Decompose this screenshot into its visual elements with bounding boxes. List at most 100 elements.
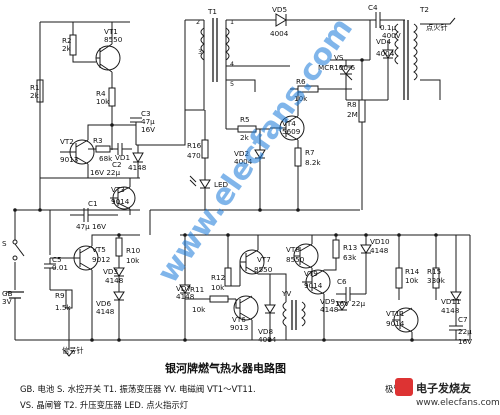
label-r7: R7 bbox=[305, 148, 315, 157]
label-r5: R5 bbox=[240, 115, 250, 124]
label-vd10: VD10 bbox=[370, 237, 390, 246]
label-vd9: VD9 bbox=[320, 297, 335, 306]
label-r6: R6 bbox=[296, 77, 306, 86]
value-vt7: 8550 bbox=[254, 265, 273, 274]
label-c1: C1 bbox=[88, 199, 98, 208]
value-vt3: 9014 bbox=[111, 197, 130, 206]
value-vd6: 4148 bbox=[96, 307, 115, 316]
block-vt11: R14 10k R15 330k VD11 4148 VT11 9014 C7 … bbox=[386, 235, 472, 346]
label-r8: R8 bbox=[347, 100, 357, 109]
value-vt8: 8550 bbox=[286, 255, 305, 264]
transistor-vt6 bbox=[233, 295, 259, 321]
value-vd4: 4004 bbox=[376, 49, 395, 58]
block-vt1: R2 2k VT1 8550 R1 2k R4 10k C3 47μ 16V V… bbox=[30, 22, 186, 231]
label-r10: R10 bbox=[126, 246, 141, 255]
value-r1: 2k bbox=[30, 91, 40, 100]
block-power: S GB 3V bbox=[2, 208, 42, 340]
label-r16: R16 bbox=[187, 141, 202, 150]
label-vd3: VD3 bbox=[103, 267, 118, 276]
value-vt4: 5609 bbox=[282, 127, 301, 136]
label-r12: R12 bbox=[211, 273, 225, 282]
label-c2: C2 bbox=[112, 160, 122, 169]
label-r13: R13 bbox=[343, 243, 357, 252]
label-t1: T1 bbox=[207, 7, 217, 16]
label-vd6: VD6 bbox=[96, 299, 111, 308]
legend-line-2: VS. 晶闸管 T2. 升压变压器 LED. 点火指示灯 bbox=[20, 400, 189, 410]
pin3-t1: 3 bbox=[198, 48, 202, 56]
value-r5: 2k bbox=[240, 133, 250, 142]
value-c1: 47μ 16V bbox=[76, 222, 106, 231]
resistor-r16 bbox=[201, 139, 209, 159]
label-vt4: VT4 bbox=[282, 119, 296, 128]
label-vd8: VD8 bbox=[258, 327, 273, 336]
resistor-r10 bbox=[115, 237, 123, 257]
label-r2: R2 bbox=[62, 36, 72, 45]
value2-c7: 16V bbox=[458, 337, 472, 346]
logo-text: 电子发烧友 bbox=[416, 381, 471, 395]
resistor-r14 bbox=[395, 267, 403, 289]
resistor-r11 bbox=[209, 295, 229, 303]
value-vd1: 4148 bbox=[128, 163, 147, 172]
junctions bbox=[90, 58, 438, 342]
logo-icon bbox=[395, 378, 413, 396]
label-yv: YV bbox=[281, 289, 291, 298]
resistor-r7 bbox=[294, 147, 302, 167]
resistor-r12 bbox=[224, 267, 232, 287]
pin1-t1: 1 bbox=[230, 18, 234, 26]
label-vd2: VD2 bbox=[234, 149, 249, 158]
pin4-t1: 4 bbox=[230, 60, 234, 68]
value-vd3: 4148 bbox=[105, 276, 124, 285]
block-vt6-vt7: R11 10k R12 10k VT7 8550 VT6 9013 VD8 40… bbox=[185, 235, 277, 344]
label-vs: VS bbox=[334, 53, 344, 62]
block-vt8-vt9: VT8 8550 VT9 9014 R13 63k C6 16V 22μ VD1… bbox=[286, 235, 390, 340]
value-r8: 2M bbox=[347, 110, 358, 119]
value-c2: 16V 22μ bbox=[90, 168, 120, 177]
label-c5: C5 bbox=[52, 255, 62, 264]
label-c6: C6 bbox=[337, 277, 347, 286]
value-vd9: 4148 bbox=[320, 305, 339, 314]
label-r15: R15 bbox=[427, 267, 441, 276]
value-r13: 63k bbox=[343, 253, 357, 262]
value-r9: 1.5k bbox=[55, 303, 71, 312]
value-vt2: 9013 bbox=[60, 155, 78, 164]
value-vt1: 8550 bbox=[104, 35, 123, 44]
label-vt6: VT6 bbox=[232, 315, 246, 324]
label-t2: T2 bbox=[419, 5, 429, 14]
value2-c4: 400V bbox=[382, 31, 401, 40]
label-c4: C4 bbox=[368, 3, 378, 12]
label-vd4: VD4 bbox=[376, 37, 391, 46]
value-r16: 470 bbox=[187, 151, 201, 160]
label-vt9: VT9 bbox=[304, 269, 318, 278]
label-vt5: VT5 bbox=[92, 245, 106, 254]
legend-line-1-end: 极管 bbox=[385, 384, 402, 394]
label-vt7: VT7 bbox=[257, 255, 271, 264]
label-r11: R11 bbox=[190, 285, 204, 294]
label-vt2: VT2 bbox=[60, 137, 74, 146]
label-s: S bbox=[2, 239, 7, 248]
value-c6: 16V 22μ bbox=[335, 299, 365, 308]
value-vd2: 4004 bbox=[234, 157, 253, 166]
label-c3: C3 bbox=[141, 109, 151, 118]
block-vt5: VT5 9012 C5 0.01 R9 1.5k 信号针 R10 10k VD3… bbox=[44, 210, 141, 357]
value-gb: 3V bbox=[2, 297, 12, 306]
label-vt8: VT8 bbox=[286, 245, 300, 254]
block-vd7: VD7 4148 bbox=[149, 210, 195, 340]
label-vd5: VD5 bbox=[272, 5, 287, 14]
ignition-needle-label: 点火针 bbox=[426, 23, 448, 32]
label-r14: R14 bbox=[405, 267, 420, 276]
value-r15: 330k bbox=[427, 276, 446, 285]
value-vt6: 9013 bbox=[230, 323, 248, 332]
resistor-r13 bbox=[332, 239, 340, 259]
value-c4: 0.1μ bbox=[380, 23, 396, 32]
resistor-r3 bbox=[95, 145, 111, 153]
value-c5: 0.01 bbox=[52, 263, 68, 272]
value-vs: MCR100-6 bbox=[318, 63, 356, 72]
block-vs: MCR100-6 VS R6 10k R8 2M VT4 5609 R7 8.2… bbox=[225, 53, 388, 210]
value-r14: 10k bbox=[405, 276, 419, 285]
label-led: LED bbox=[214, 180, 229, 189]
block-yv: YV bbox=[270, 273, 306, 340]
signal-needle-label: 信号针 bbox=[62, 346, 84, 355]
value-c3: 47μ bbox=[141, 117, 155, 126]
